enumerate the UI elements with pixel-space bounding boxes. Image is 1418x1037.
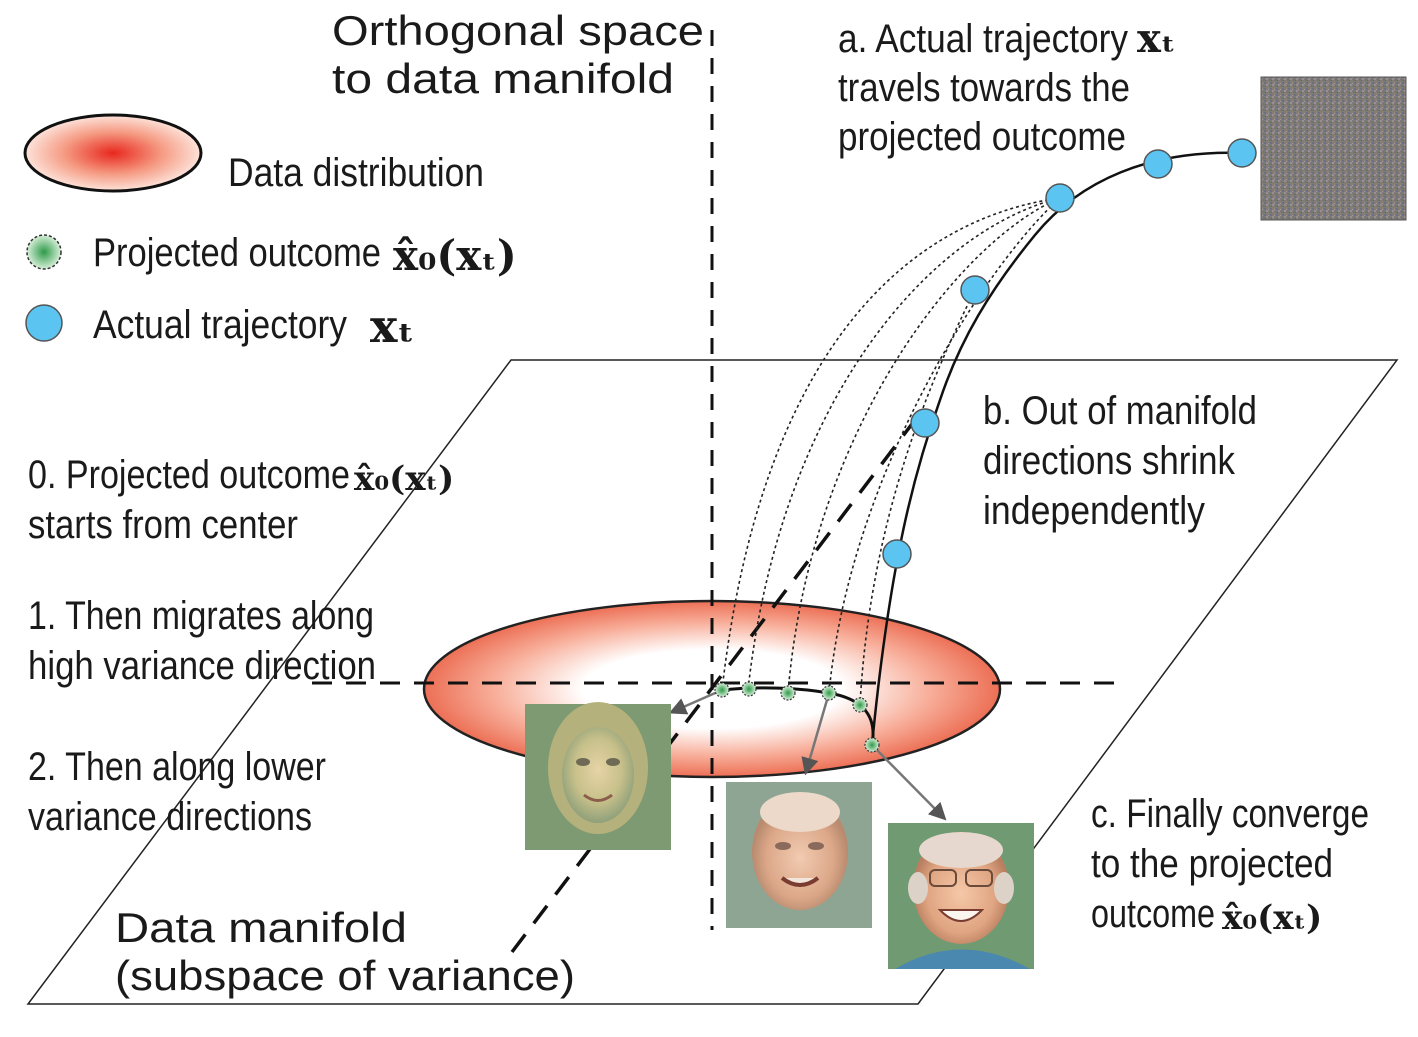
- trajectory-point: [1045, 183, 1075, 213]
- step0-line2: starts from center: [28, 503, 298, 547]
- projected-point: [852, 697, 868, 713]
- face-image-middle: [726, 782, 872, 928]
- legend-actual-math: xₜ: [370, 299, 414, 353]
- annotation-c-line1: c. Finally converge: [1091, 792, 1369, 836]
- step2-line1: 2. Then along lower: [28, 745, 326, 789]
- trajectory-point: [910, 408, 940, 438]
- projected-point: [821, 685, 837, 701]
- legend-projected-label: Projected outcome: [93, 231, 381, 275]
- trajectory-point: [1143, 149, 1173, 179]
- annotation-c-line3: outcome: [1091, 892, 1215, 936]
- annotation-b-line1: b. Out of manifold: [983, 389, 1257, 433]
- annotation-a-math: xₜ: [1137, 15, 1176, 62]
- projected-point: [741, 681, 757, 697]
- step2-line2: variance directions: [28, 795, 312, 839]
- projection-curve: [787, 197, 1061, 694]
- annotation-b-line3: independently: [983, 489, 1205, 533]
- projection-curve: [859, 289, 976, 706]
- annotation-b-line2: directions shrink: [983, 439, 1236, 483]
- arrow-to-face-1: [668, 688, 723, 715]
- projection-curve: [747, 197, 1061, 691]
- annotation-c-line2: to the projected: [1091, 842, 1333, 886]
- trajectory-point: [1227, 138, 1257, 168]
- orthogonal-title-line1: Orthogonal space: [332, 7, 704, 54]
- annotation-a-line2: travels towards the: [838, 66, 1130, 110]
- step0-line1: 0. Projected outcome: [28, 453, 350, 497]
- arrow-to-face-2: [801, 692, 831, 776]
- projected-point: [780, 685, 796, 701]
- projection-curves: [721, 197, 1061, 706]
- face-image-early: [525, 702, 671, 850]
- manifold-title-line1: Data manifold: [115, 904, 407, 951]
- legend-actual-icon: [25, 304, 63, 342]
- manifold-title-line2: (subspace of variance): [115, 952, 575, 999]
- trajectory-points: [882, 138, 1257, 569]
- orthogonal-title-line2: to data manifold: [332, 55, 674, 102]
- noise-image: [1260, 76, 1407, 221]
- legend-projected-icon: [26, 234, 62, 270]
- projected-point: [864, 737, 880, 753]
- projected-points: [714, 681, 880, 753]
- legend-projected-math: x̂₀(xₜ): [393, 231, 517, 280]
- legend-actual-label: Actual trajectory: [93, 303, 347, 347]
- legend-distribution-icon: [23, 113, 203, 193]
- projected-point: [714, 682, 730, 698]
- lower-variance-axis: [510, 418, 917, 954]
- manifold-plane: [26, 359, 1399, 1005]
- trajectory-point: [882, 539, 912, 569]
- step1-line2: high variance direction: [28, 644, 376, 688]
- annotation-a-line3: projected outcome: [838, 115, 1126, 159]
- trajectory-point: [960, 275, 990, 305]
- arrow-to-face-3: [871, 744, 947, 821]
- projection-curve: [828, 197, 1061, 694]
- annotation-a-line1: a. Actual trajectory: [838, 17, 1128, 61]
- legend-distribution-label: Data distribution: [228, 151, 484, 195]
- step0-math: x̂₀(xₜ): [354, 459, 454, 499]
- face-image-final: [888, 823, 1034, 969]
- projection-curve: [721, 197, 1061, 691]
- step1-line1: 1. Then migrates along: [28, 594, 374, 638]
- annotation-c-math: x̂₀(xₜ): [1222, 898, 1322, 938]
